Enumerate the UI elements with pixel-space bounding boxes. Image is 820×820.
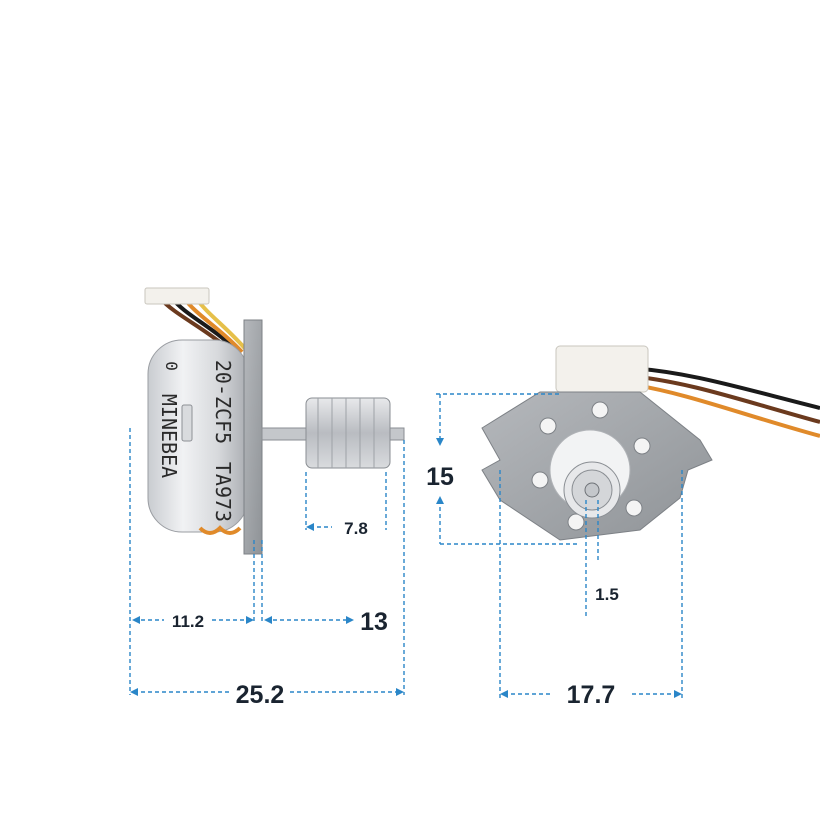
mount-hole: [567, 513, 585, 531]
dimension-label-front-width: 17.7: [567, 681, 616, 709]
mount-hole: [625, 499, 643, 517]
dimension-label-flange-height: 15: [426, 463, 454, 491]
front-wires: [629, 366, 820, 438]
dimension-label-shaft-length: 13: [360, 608, 388, 636]
dimension-label-shaft-diameter: 1.5: [595, 585, 619, 604]
shaft-end: [584, 482, 600, 498]
can-slot: [181, 404, 193, 442]
motor-marking-brand: MINEBEA: [157, 394, 181, 478]
pinion-gear-side: [305, 397, 391, 469]
dimension-label-gear-width: 7.8: [344, 519, 368, 538]
dimension-label-total-length: 25.2: [236, 681, 285, 709]
dimension-label-body-length: 11.2: [172, 612, 204, 631]
mount-hole: [633, 437, 651, 455]
mount-hole: [531, 471, 549, 489]
motor-marking-code: TA973: [211, 462, 235, 522]
mount-hole: [591, 401, 609, 419]
side-view-motor: MINEBEA 20-ZCF5 TA973 0: [144, 287, 405, 555]
motor-marking-brand-group: MINEBEA: [157, 394, 181, 478]
front-connector: [555, 345, 649, 393]
side-connector: [144, 287, 210, 305]
motor-marking-model: 20-ZCF5: [211, 360, 235, 444]
motor-marking-model-group: 20-ZCF5: [211, 360, 235, 444]
side-coil-wires: [198, 525, 242, 535]
mounting-flange: [243, 319, 263, 555]
motor-marking-code-group: TA973: [211, 462, 235, 522]
dimension-overlay: [129, 393, 683, 698]
motor-marking-extra-group: 0: [162, 361, 181, 371]
mount-hole: [539, 417, 557, 435]
front-view-motor: [481, 345, 820, 541]
motor-marking-extra: 0: [162, 361, 181, 371]
